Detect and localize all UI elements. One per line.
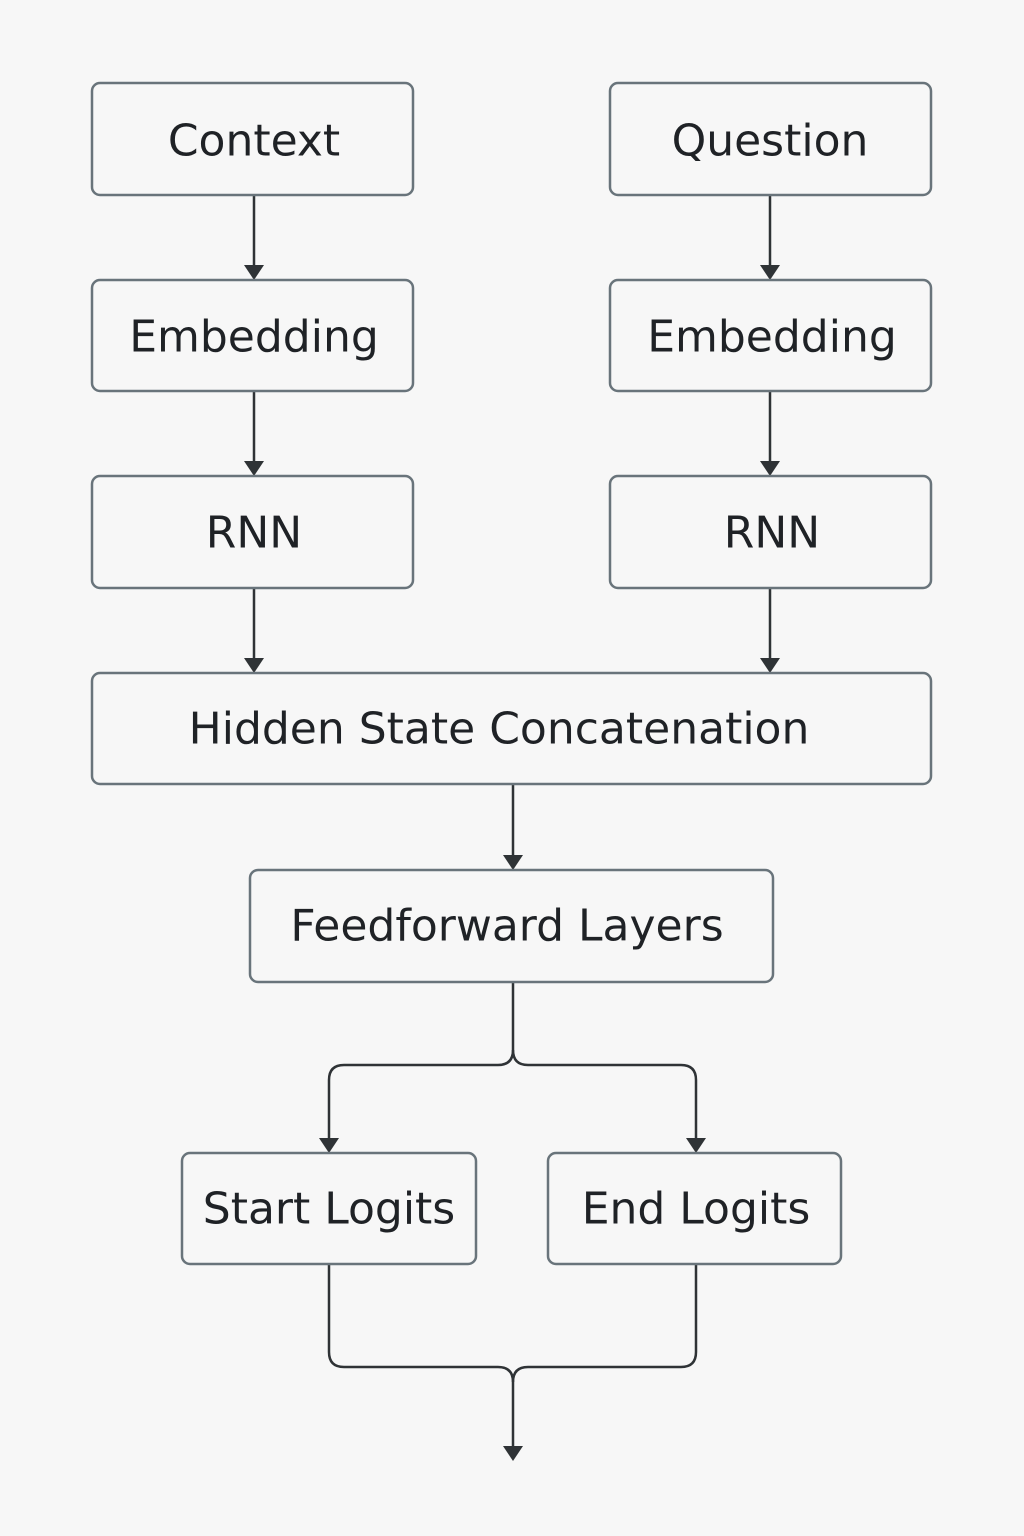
node-feedforward-layers-label: Feedforward Layers (290, 901, 723, 952)
node-question: Question (608, 81, 933, 197)
node-context-label: Context (168, 116, 340, 167)
node-hidden-state-concatenation: Hidden State Concatenation (90, 671, 933, 786)
node-feedforward-layers: Feedforward Layers (248, 868, 775, 984)
node-context: Context (90, 81, 415, 197)
node-start-logits: Start Logits (180, 1151, 478, 1266)
node-context-embedding-label: Embedding (129, 312, 379, 363)
arrowhead (319, 1138, 339, 1153)
node-question-embedding: Embedding (608, 278, 933, 393)
node-question-label: Question (672, 116, 869, 167)
node-hidden-state-concatenation-label: Hidden State Concatenation (189, 704, 810, 755)
arrowhead (503, 1446, 523, 1461)
node-start-logits-label: Start Logits (203, 1184, 455, 1235)
arrowhead (760, 658, 780, 673)
node-context-embedding: Embedding (90, 278, 415, 393)
arrowhead (244, 265, 264, 280)
arrowhead (244, 658, 264, 673)
node-context-rnn-label: RNN (206, 508, 302, 559)
arrowhead (503, 855, 523, 870)
node-question-rnn-label: RNN (724, 508, 820, 559)
arrowhead (244, 461, 264, 476)
arrowhead (686, 1138, 706, 1153)
arrowhead (760, 461, 780, 476)
edge-logits-merge (327, 1264, 515, 1447)
arrowhead (760, 265, 780, 280)
node-context-rnn: RNN (90, 474, 415, 590)
edge-feedforward-split (327, 982, 515, 1139)
edges (244, 195, 780, 1461)
node-question-embedding-label: Embedding (647, 312, 897, 363)
node-end-logits: End Logits (546, 1151, 843, 1266)
node-question-rnn: RNN (608, 474, 933, 590)
node-end-logits-label: End Logits (582, 1184, 811, 1235)
edge-logits-merge-right (511, 1264, 698, 1383)
edge-feedforward-split-right (511, 1049, 698, 1139)
